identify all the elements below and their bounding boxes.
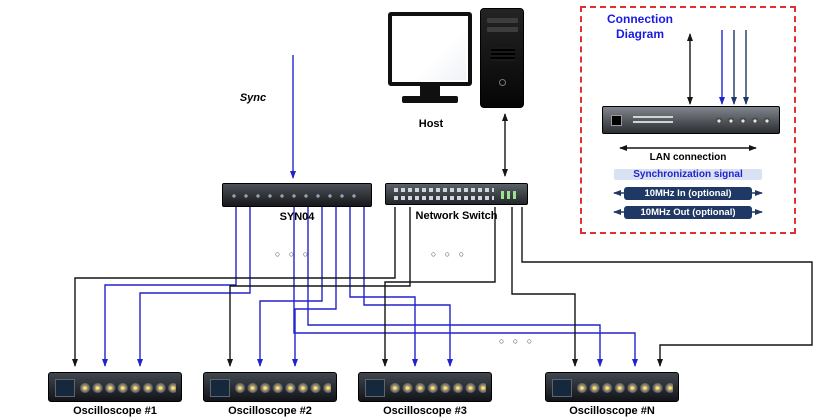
legend-device-image: [602, 106, 780, 134]
monitor-base: [402, 96, 458, 103]
syn04-device: [222, 183, 372, 207]
oscilloscope-3: [358, 372, 492, 402]
host-label: Host: [418, 118, 444, 130]
network-switch-label: Network Switch: [415, 210, 498, 222]
legend-title: Connection Diagram: [607, 12, 673, 41]
legend-item-lan-connection: LAN connection: [620, 152, 756, 163]
oscilloscope-3-label: Oscilloscope #3: [383, 405, 467, 417]
legend-device-ports: [713, 116, 773, 127]
oscilloscope-1-label: Oscilloscope #1: [73, 405, 157, 417]
lan-line-scope1: [72, 207, 396, 367]
sync-line-scope2-b: [292, 207, 337, 367]
scope-screen: [552, 379, 572, 397]
sync-line-scope3-a: [349, 207, 418, 367]
sync-line-scope3-b: [363, 207, 453, 367]
lan-line-scope3: [382, 207, 496, 367]
legend-item-synchronization-signal: Synchronization signal: [614, 169, 762, 180]
switch-ports: [394, 188, 494, 192]
oscilloscope-1: [48, 372, 182, 402]
tower-drive-bay: [487, 18, 518, 23]
ellipsis-dots-scopes: ○ ○ ○: [498, 336, 536, 346]
monitor-stand: [420, 86, 440, 96]
sync-line-scope1-b: [137, 207, 251, 367]
lan-line-scope2: [227, 207, 411, 367]
sync-line-scope2-a: [257, 207, 323, 367]
legend-item-10mhz-out: 10MHz Out (optional): [624, 206, 752, 219]
tower-vent: [491, 47, 515, 61]
network-switch-device: [385, 183, 528, 205]
scope-bnc-ports: [79, 381, 176, 395]
legend-item-10mhz-in: 10MHz In (optional): [624, 187, 752, 200]
oscilloscope-2: [203, 372, 337, 402]
host-monitor: [388, 12, 472, 86]
tower-power-button: [499, 79, 506, 86]
oscilloscope-n: [545, 372, 679, 402]
scope-screen: [365, 379, 385, 397]
switch-leds: [501, 191, 519, 199]
oscilloscope-n-label: Oscilloscope #N: [569, 405, 655, 417]
oscilloscope-2-label: Oscilloscope #2: [228, 405, 312, 417]
scope-bnc-ports: [389, 381, 486, 395]
scope-bnc-ports: [234, 381, 331, 395]
scope-screen: [210, 379, 230, 397]
ellipsis-dots-sync: ○ ○ ○: [274, 249, 312, 259]
sync-line-scope1-a: [102, 207, 237, 367]
syn04-front-panel: [231, 193, 363, 199]
scope-screen: [55, 379, 75, 397]
ellipsis-dots-lan: ○ ○ ○: [430, 249, 468, 259]
switch-ports: [394, 196, 494, 200]
sync-line-scopeN-a: [307, 207, 603, 367]
syn04-label: SYN04: [279, 211, 315, 223]
legend-device-power: [611, 115, 622, 126]
monitor-screen: [394, 18, 466, 80]
tower-drive-bay: [487, 27, 518, 32]
legend-device-panel-text: [633, 116, 673, 125]
host-tower: [480, 8, 524, 108]
scope-bnc-ports: [576, 381, 673, 395]
sync-label: Sync: [239, 92, 267, 104]
